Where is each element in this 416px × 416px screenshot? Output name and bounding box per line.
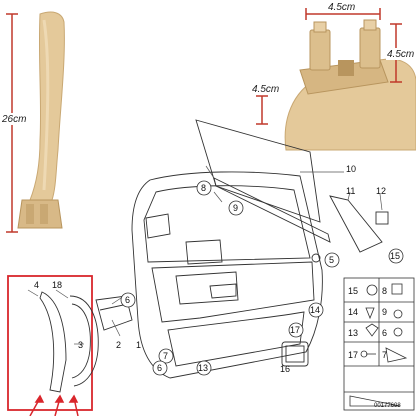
- circled-callout-8: 8: [201, 183, 206, 193]
- circled-callout-7: 7: [163, 351, 168, 361]
- callout-9-grid: 9: [382, 307, 387, 317]
- top-width-label: 4.5cm: [328, 2, 355, 13]
- circled-callout-6-a: 6: [125, 295, 130, 305]
- circled-callout-9: 9: [233, 203, 238, 213]
- top-height-dimension: 4.5cm: [386, 23, 416, 83]
- callout-16: 16: [280, 364, 290, 374]
- callout-6-grid: 6: [382, 328, 387, 338]
- part-10-drawing: [195, 119, 331, 243]
- callout-14-grid: 14: [348, 307, 358, 317]
- handle-height-label: 26cm: [1, 114, 26, 125]
- door-panel-drawing: [131, 171, 323, 379]
- part-12-drawing: [375, 211, 389, 225]
- arrows: [29, 394, 79, 416]
- callout-17-grid: 17: [348, 350, 358, 360]
- callout-12: 12: [376, 186, 386, 196]
- callout-1: 1: [136, 340, 141, 350]
- callout-18: 18: [52, 280, 62, 290]
- circled-callout-6-b: 6: [157, 363, 162, 373]
- circled-callout-15: 15: [390, 251, 400, 261]
- curve-length-label: 4.5cm: [252, 84, 279, 95]
- part-5-drawing: [311, 253, 321, 263]
- callout-4: 4: [34, 280, 39, 290]
- hardware-grid: [343, 277, 415, 411]
- part-16-drawing: [281, 341, 309, 367]
- curve-length-dimension: 4.5cm: [252, 84, 279, 125]
- catalog-number: 00177608: [374, 403, 401, 409]
- top-width-dimension: 4.5cm: [305, 2, 381, 20]
- circled-callout-17: 17: [290, 325, 300, 335]
- highlight-box: [7, 275, 99, 411]
- top-height-label: 4.5cm: [387, 49, 414, 60]
- circled-callout-5: 5: [329, 255, 334, 265]
- plain-callouts: 4 18 3 2 1 10 11 12 16 15 8 14 9 13 6 17…: [34, 164, 401, 409]
- callout-13-grid: 13: [348, 328, 358, 338]
- handle-photo: [17, 11, 65, 229]
- circled-callouts: [120, 180, 404, 376]
- circled-callout-13: 13: [198, 363, 208, 373]
- part-11-drawing: [329, 195, 383, 253]
- callout-7-grid: 7: [382, 350, 387, 360]
- callout-10: 10: [346, 164, 356, 174]
- handle-height-dimension: 26cm: [1, 13, 26, 233]
- callout-15-grid: 15: [348, 286, 358, 296]
- callout-2: 2: [116, 340, 121, 350]
- callout-11: 11: [346, 186, 355, 196]
- callout-3: 3: [78, 340, 83, 350]
- circled-callout-labels: 8 9 6 7 6 13 14 5 15 17: [125, 183, 400, 373]
- handle-closeup-photo: [284, 19, 416, 151]
- circled-callout-14: 14: [310, 305, 320, 315]
- callout-8-grid: 8: [382, 286, 387, 296]
